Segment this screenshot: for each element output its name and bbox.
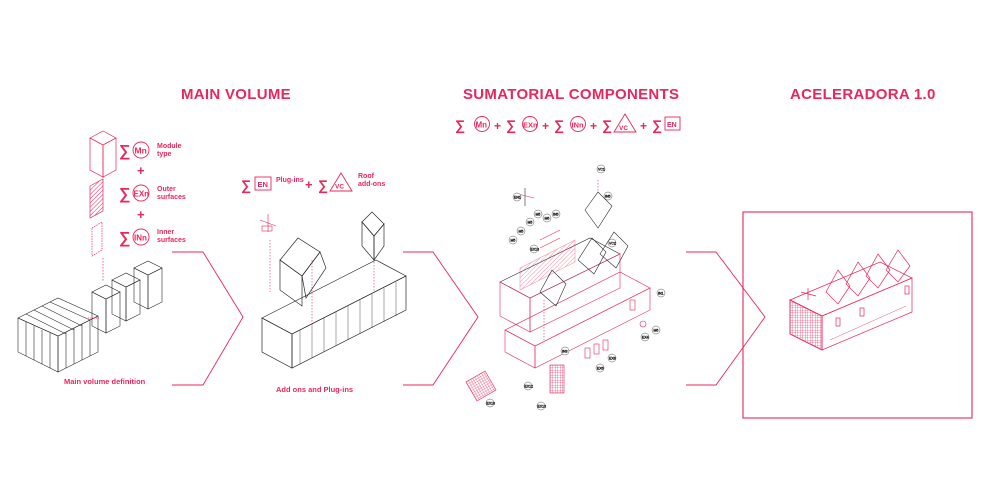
tag-label: IN3: [562, 350, 568, 354]
tag-label: IN5: [605, 195, 611, 199]
aceleradora-frame: [742, 211, 973, 419]
panel2-legend: ∑ EN + ∑ VC: [241, 172, 353, 194]
plus-icon: +: [494, 119, 501, 133]
tag-label: EX4: [642, 336, 649, 340]
plus-icon: +: [640, 119, 647, 133]
tag-label: EX12: [525, 385, 534, 389]
aceleradora-building: [789, 249, 913, 351]
tag-label: EX13: [531, 248, 540, 252]
sum-icon: ∑: [652, 117, 662, 134]
sum-icon: ∑: [119, 143, 130, 160]
tag-label: EX10: [487, 402, 496, 406]
tag-label: IN1: [658, 292, 664, 296]
mn-symbol: Mn: [135, 146, 147, 156]
tag-label: EX6: [597, 367, 604, 371]
sumatorial-formula: ∑ Mn + ∑ EXn + ∑ INn + ∑ VC + ∑ EN: [455, 113, 681, 134]
title-aceleradora: ACELERADORA 1.0: [790, 86, 936, 103]
sum-icon: ∑: [318, 177, 328, 194]
label-roof-add-ons: Roof add-ons: [358, 173, 386, 188]
label-module-type: Module type: [157, 143, 182, 158]
en-box-icon: [254, 176, 272, 191]
tag-label: M5: [536, 213, 541, 217]
label-inner-surfaces: Inner surfaces: [157, 229, 186, 244]
tag-label: IN5: [553, 213, 559, 217]
sum-icon: ∑: [602, 117, 612, 134]
module-circle-icon: [132, 141, 150, 159]
tag-label: VC1: [598, 168, 605, 172]
sum-icon: ∑: [506, 117, 516, 134]
caption-main-volume-definition: Main volume definition: [64, 377, 146, 386]
en-symbol: EN: [258, 180, 268, 189]
inn-symbol: INn: [134, 234, 147, 243]
arrow-2: [403, 251, 479, 386]
sum-icon: ∑: [455, 117, 465, 134]
legend-symbols: ∑ Mn + ∑ EXn + ∑ INn: [119, 141, 150, 247]
inn-symbol: INn: [572, 121, 585, 130]
en-symbol: EN: [667, 122, 677, 129]
vc-triangle-icon: [329, 172, 353, 192]
tag-label: M5: [528, 221, 533, 225]
tag-label: M6: [654, 329, 659, 333]
vc-symbol: VC: [335, 184, 344, 191]
sum-icon: ∑: [119, 230, 130, 247]
inner-circle-icon: [132, 228, 150, 246]
tag-label: EX8: [609, 357, 616, 361]
main-volume-wireframe: [17, 260, 163, 373]
plus-icon: +: [542, 119, 549, 133]
mn-symbol: Mn: [476, 121, 488, 130]
vc-symbol: VC: [619, 125, 628, 132]
title-sumatorial-components: SUMATORIAL COMPONENTS: [463, 86, 680, 103]
sum-icon: ∑: [554, 117, 564, 134]
sum-icon: ∑: [241, 177, 251, 194]
plus-icon: +: [590, 119, 597, 133]
caption-add-ons-plug-ins: Add ons and Plug-ins: [276, 385, 354, 394]
title-main-volume: MAIN VOLUME: [181, 86, 291, 103]
tag-label: M5: [519, 230, 524, 234]
sum-icon: ∑: [119, 186, 130, 203]
tag-label: M6: [545, 217, 550, 221]
exn-symbol: EXn: [134, 190, 150, 199]
tag-label: EN1: [514, 196, 521, 200]
tag-label: EX13: [538, 405, 547, 409]
label-plug-ins: Plug-ins: [276, 177, 304, 184]
plus-icon: +: [137, 163, 145, 178]
arrow-1: [172, 251, 244, 386]
outer-circle-icon: [132, 184, 150, 202]
component-tags: EN1 VC1 M5 M6 IN5 M5 M5 M5 VC2 IN5 IN1 I…: [485, 164, 666, 411]
plus-icon: +: [137, 207, 145, 222]
exn-symbol: EXn: [523, 121, 538, 130]
exploded-building: [465, 180, 651, 402]
plug-in-elements: [259, 214, 375, 322]
module-stack: [88, 130, 117, 319]
tag-label: M5: [511, 239, 516, 243]
arrow-3: [686, 251, 766, 386]
plus-icon: +: [305, 177, 313, 192]
label-outer-surfaces: Outer surfaces: [157, 186, 186, 201]
tag-label: VC2: [609, 242, 616, 246]
main-volume-block: [261, 211, 407, 369]
